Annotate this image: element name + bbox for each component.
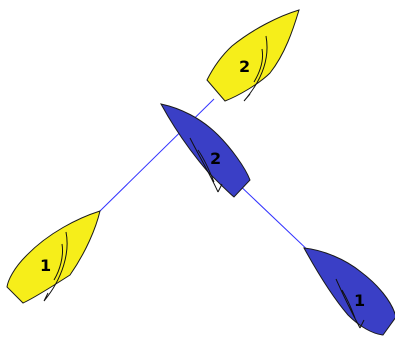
- boat-blue-1-hull: [304, 248, 395, 335]
- boat-yellow-2: 2: [207, 10, 299, 101]
- boat-yellow-2-hull: [207, 10, 299, 101]
- boat-blue-1-number: 1: [354, 291, 365, 310]
- boat-yellow-1-hull: [7, 211, 100, 303]
- boat-blue-1: 1: [304, 248, 395, 335]
- boat-blue-2-number: 2: [210, 149, 221, 168]
- boat-yellow-1-number: 1: [40, 256, 51, 275]
- boat-yellow-1: 1: [7, 211, 100, 303]
- boat-blue-2-hull: [161, 104, 250, 197]
- boat-blue-2: 2: [161, 104, 250, 197]
- boat-yellow-2-number: 2: [239, 57, 250, 76]
- track-line-blue: [234, 180, 314, 256]
